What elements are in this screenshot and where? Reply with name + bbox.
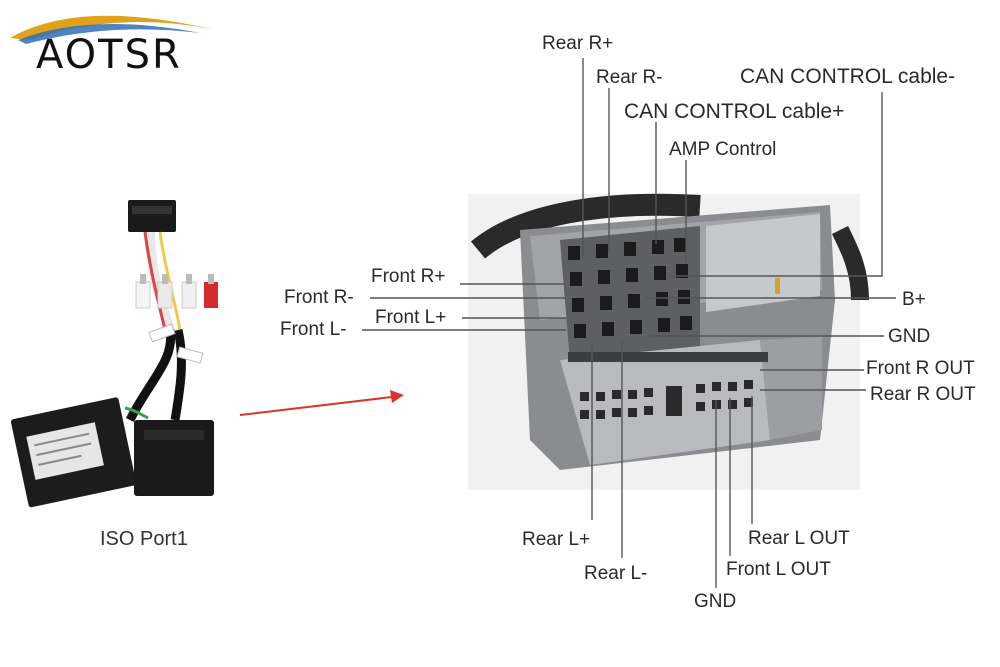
pointer-arrow-icon xyxy=(239,390,404,416)
label-gnd-right: GND xyxy=(888,326,931,347)
label-front-l-out: Front L OUT xyxy=(726,559,831,580)
label-rear-l-plus: Rear L+ xyxy=(522,529,591,550)
brand-logo: AOTSR xyxy=(36,32,182,78)
label-amp-control: AMP Control xyxy=(669,139,777,160)
label-gnd-bottom: GND xyxy=(694,591,737,612)
product-caption: ISO Port1 xyxy=(100,528,188,550)
label-rear-l-minus: Rear L- xyxy=(584,563,648,584)
label-front-r-minus: Front R- xyxy=(284,287,354,308)
label-front-r-out: Front R OUT xyxy=(866,358,975,379)
label-b-plus: B+ xyxy=(902,289,926,310)
label-rear-l-out: Rear L OUT xyxy=(748,528,850,549)
leader-lines xyxy=(362,58,896,588)
connector-photo xyxy=(468,193,869,490)
label-rear-r-minus: Rear R- xyxy=(596,67,663,88)
label-rear-r-plus: Rear R+ xyxy=(542,33,614,54)
label-rear-r-out: Rear R OUT xyxy=(870,384,976,405)
logo-swoosh-icon xyxy=(10,15,215,44)
label-front-r-plus: Front R+ xyxy=(371,266,446,287)
label-front-l-minus: Front L- xyxy=(280,319,347,340)
label-front-l-plus: Front L+ xyxy=(375,307,447,328)
harness-product-image xyxy=(10,200,218,508)
label-can-control-minus: CAN CONTROL cable- xyxy=(740,65,956,88)
label-can-control-plus: CAN CONTROL cable+ xyxy=(624,100,845,123)
